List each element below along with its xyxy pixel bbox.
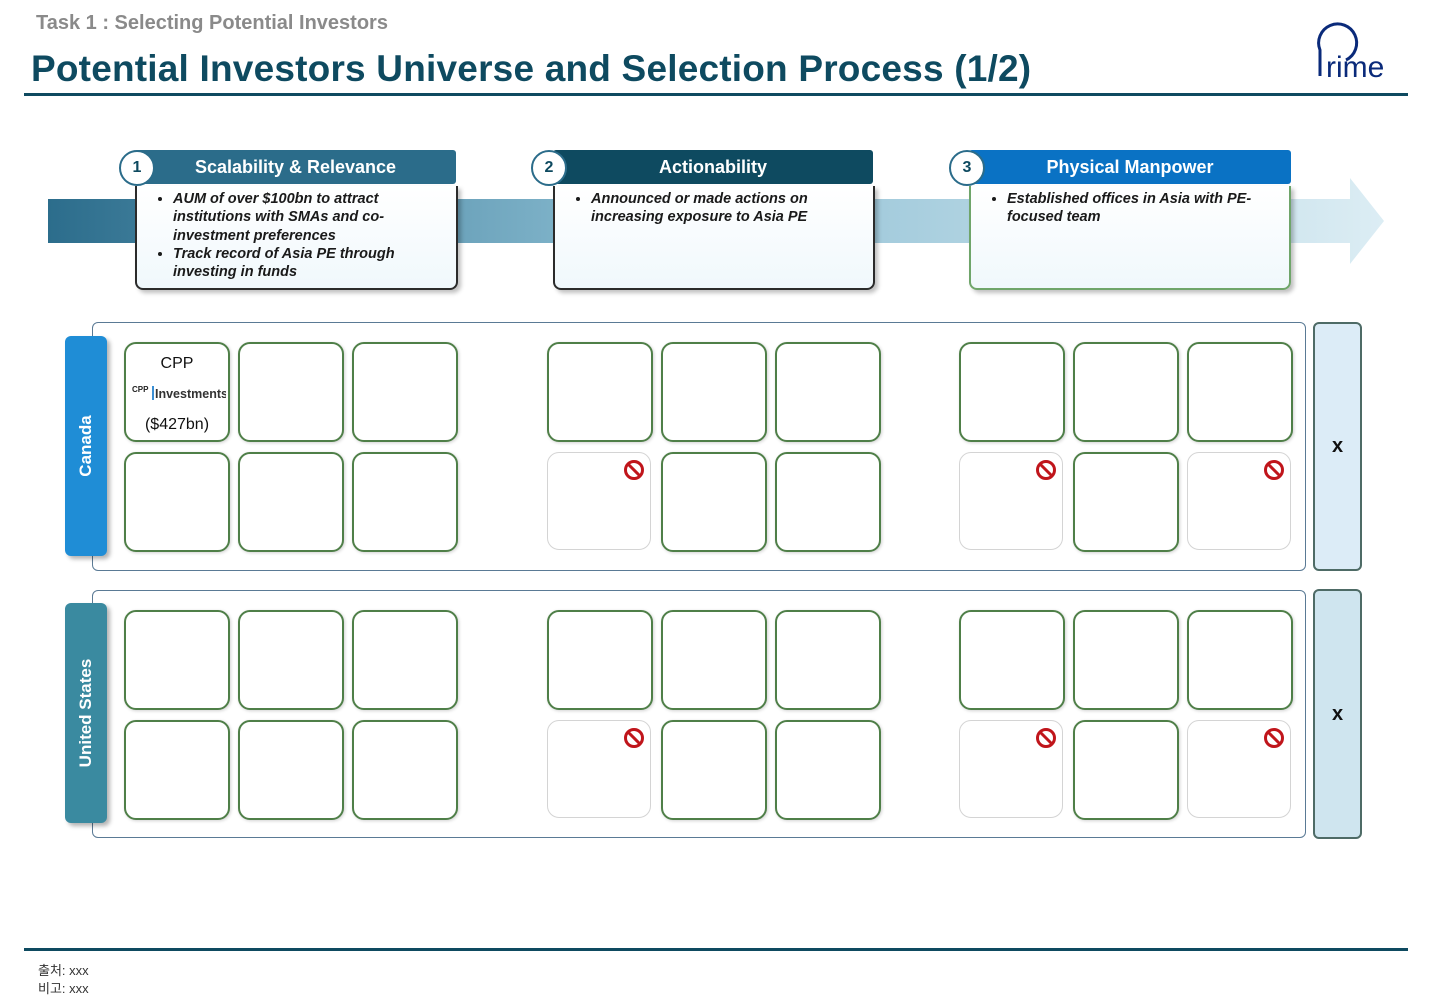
prime-logo: rime — [1317, 22, 1384, 84]
investor-cell[interactable] — [775, 720, 881, 820]
investor-cell[interactable] — [661, 610, 767, 710]
cpp-investments-logo: CPP Investments — [132, 385, 226, 401]
stage-1-criteria: AUM of over $100bn to attract institutio… — [135, 186, 458, 290]
investor-cell[interactable] — [238, 610, 344, 710]
investor-cell[interactable] — [959, 342, 1065, 442]
investor-cell[interactable] — [661, 342, 767, 442]
stage-3-header: Physical Manpower — [969, 150, 1291, 184]
prohibited-icon — [1036, 460, 1056, 480]
title-divider — [24, 93, 1408, 96]
investor-cell[interactable] — [775, 610, 881, 710]
investor-cell[interactable] — [1073, 342, 1179, 442]
cpp-logo-small: CPP — [132, 385, 149, 394]
investor-cell[interactable] — [352, 342, 458, 442]
stage-1-number: 1 — [119, 150, 155, 186]
stage-2-criteria: Announced or made actions on increasing … — [553, 186, 875, 290]
united-states-label: United States — [76, 658, 95, 768]
investor-cell[interactable] — [1073, 610, 1179, 710]
excluded-cell[interactable] — [959, 720, 1063, 818]
stage-1-bullet-1: AUM of over $100bn to attract institutio… — [173, 190, 456, 245]
excluded-cell[interactable] — [1187, 452, 1291, 550]
investor-cell[interactable] — [352, 610, 458, 710]
stage-3-number: 3 — [949, 150, 985, 186]
investor-aum: ($427bn) — [144, 416, 210, 433]
investor-cell[interactable] — [352, 720, 458, 820]
stage-3-criteria: Established offices in Asia with PE-focu… — [969, 186, 1291, 290]
excluded-cell[interactable] — [1187, 720, 1291, 818]
investor-cell[interactable] — [547, 342, 653, 442]
prohibited-icon — [1264, 728, 1284, 748]
page-title: Potential Investors Universe and Selecti… — [31, 48, 1032, 89]
excluded-cell[interactable] — [959, 452, 1063, 550]
stage-3-title: Physical Manpower — [1046, 156, 1214, 177]
investor-cell[interactable] — [661, 720, 767, 820]
united-states-result: x — [1313, 589, 1362, 839]
footer-note: 비고: xxx — [38, 981, 89, 996]
investor-cell[interactable] — [124, 610, 230, 710]
prohibited-icon — [1264, 460, 1284, 480]
investor-cell[interactable] — [352, 452, 458, 552]
investor-cell[interactable] — [775, 452, 881, 552]
investor-cell[interactable] — [124, 452, 230, 552]
footer-divider — [24, 948, 1408, 951]
task-label: Task 1 : Selecting Potential Investors — [36, 12, 388, 34]
stage-2-number: 2 — [531, 150, 567, 186]
investor-cell[interactable] — [1073, 452, 1179, 552]
investor-cell[interactable] — [661, 452, 767, 552]
footer-source: 출처: xxx — [38, 963, 89, 978]
stage-1-title: Scalability & Relevance — [194, 156, 397, 177]
investor-cell[interactable] — [1187, 342, 1293, 442]
investor-cell[interactable] — [238, 452, 344, 552]
investor-cell[interactable] — [238, 720, 344, 820]
united-states-tab: United States — [65, 603, 107, 823]
excluded-cell[interactable] — [547, 720, 651, 818]
stage-2-title: Actionability — [658, 156, 767, 177]
canada-label: Canada — [76, 415, 95, 477]
investor-cell[interactable] — [1187, 610, 1293, 710]
investor-name: CPP — [160, 355, 194, 372]
stage-2-bullet-1: Announced or made actions on increasing … — [591, 190, 873, 227]
cpp-logo-big: Investments — [155, 387, 226, 401]
canada-tab: Canada — [65, 336, 107, 556]
prohibited-icon — [1036, 728, 1056, 748]
excluded-cell[interactable] — [547, 452, 651, 550]
investor-cell[interactable] — [238, 342, 344, 442]
logo-text: rime — [1326, 51, 1384, 84]
canada-result: x — [1313, 322, 1362, 571]
prohibited-icon — [624, 460, 644, 480]
stage-1-header: Scalability & Relevance — [135, 150, 456, 184]
investor-cell[interactable]: CPP CPP Investments ($427bn) — [124, 342, 230, 442]
investor-cell[interactable] — [959, 610, 1065, 710]
investor-cell[interactable] — [1073, 720, 1179, 820]
investor-cell[interactable] — [547, 610, 653, 710]
investor-cell[interactable] — [124, 720, 230, 820]
stage-2-header: Actionability — [553, 150, 873, 184]
stage-1-bullet-2: Track record of Asia PE through investin… — [173, 245, 456, 282]
investor-cell[interactable] — [775, 342, 881, 442]
stage-3-bullet-1: Established offices in Asia with PE-focu… — [1007, 190, 1289, 227]
prohibited-icon — [624, 728, 644, 748]
